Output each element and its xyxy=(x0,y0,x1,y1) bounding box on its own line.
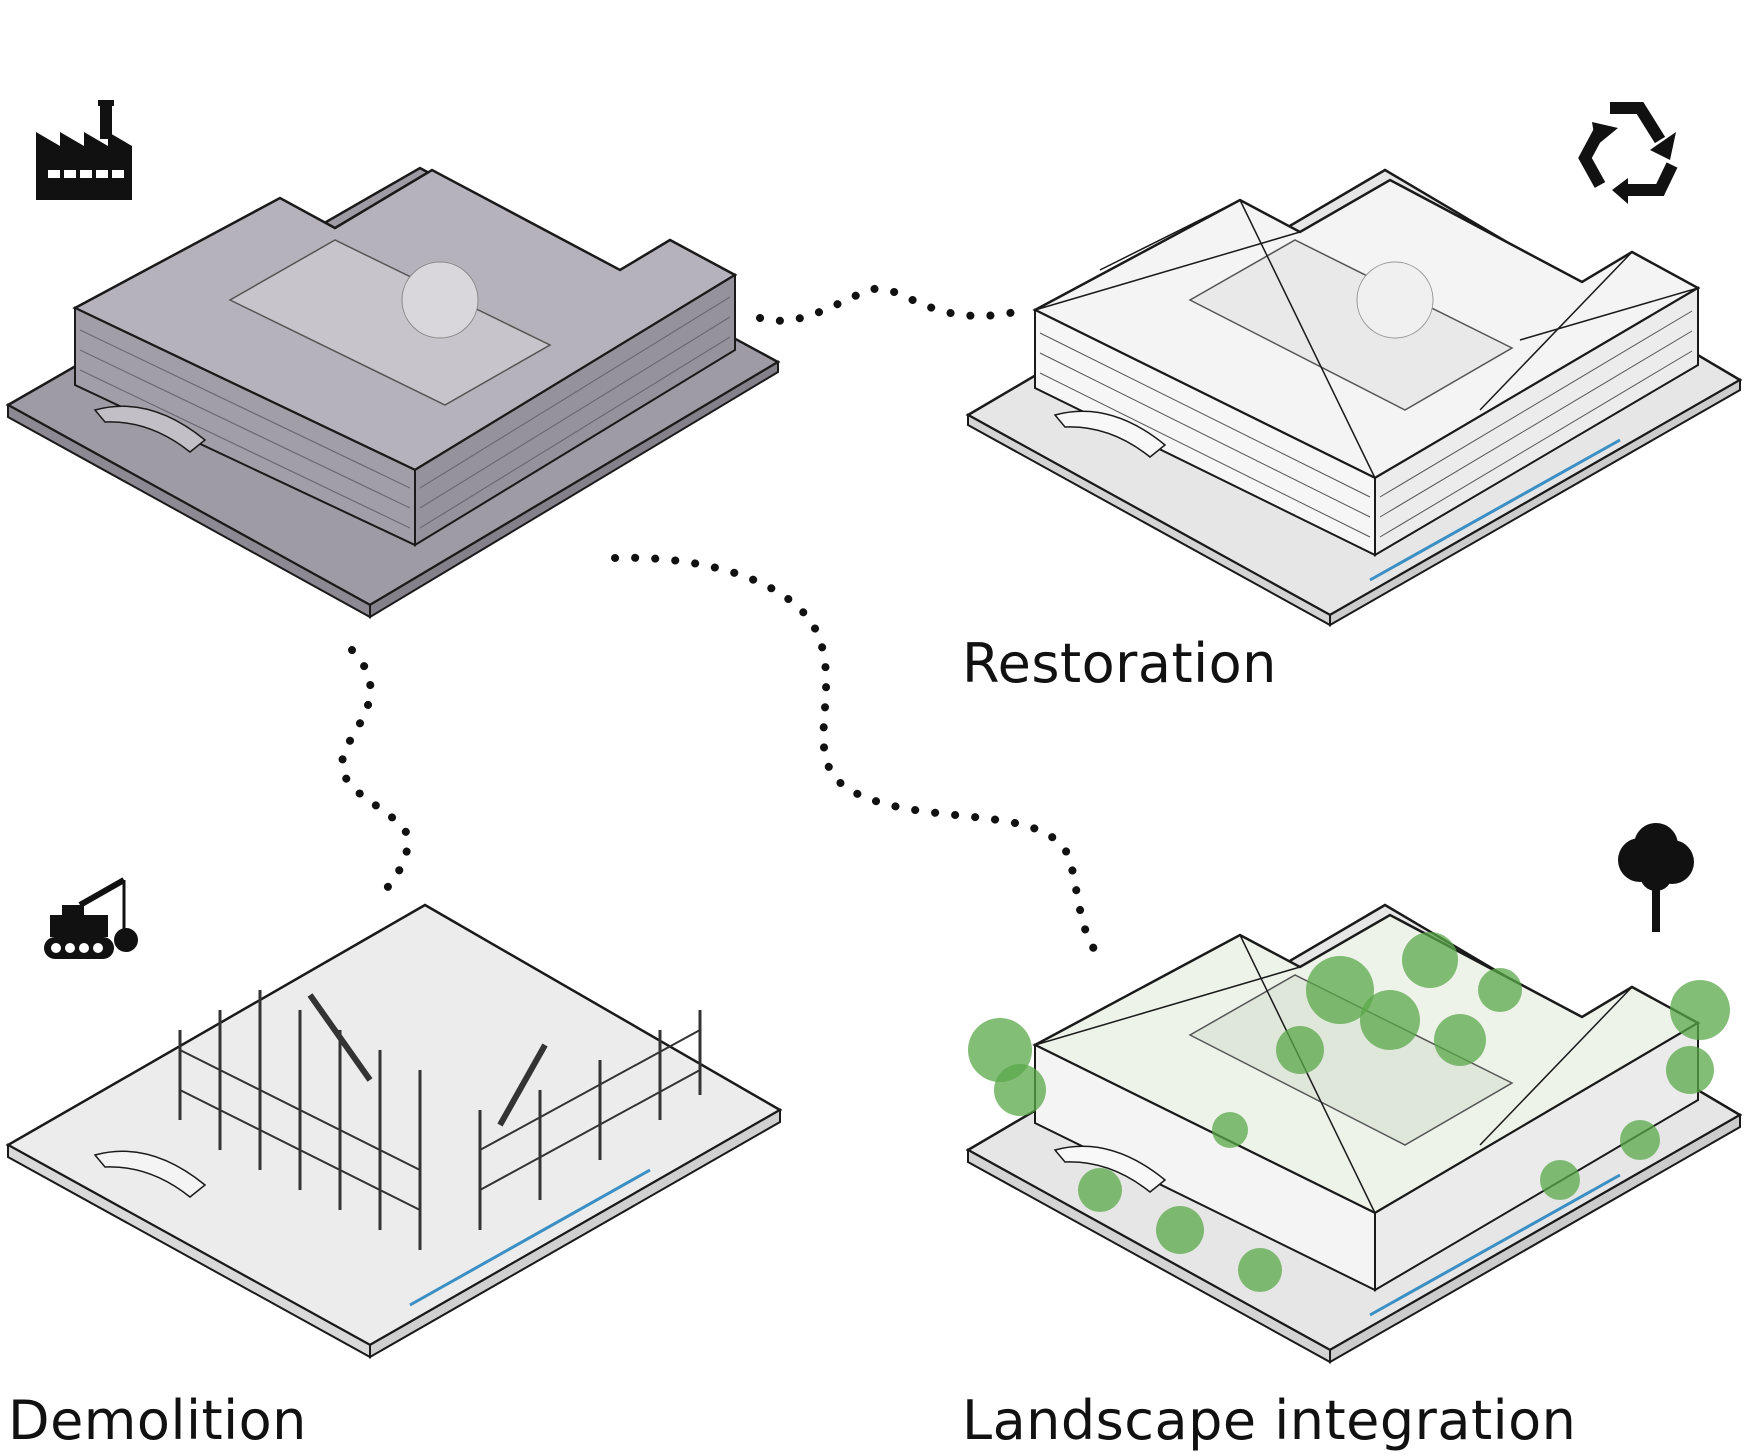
demolition-ground-slab xyxy=(5,903,783,1347)
crane-excavator-icon xyxy=(44,877,138,959)
tree-icon xyxy=(1618,823,1694,932)
restoration-building-model xyxy=(965,168,1743,627)
connector-existing-to-restoration xyxy=(756,284,1019,325)
label-restoration: Restoration xyxy=(962,632,1277,695)
connector-existing-to-landscape xyxy=(611,553,1109,966)
landscape-building-model xyxy=(965,903,1743,1364)
connector-existing-to-demolition xyxy=(338,646,412,894)
recycle-icon xyxy=(1578,102,1678,204)
factory-icon xyxy=(36,100,132,200)
label-demolition: Demolition xyxy=(8,1389,307,1452)
demolition-building-model xyxy=(5,903,783,1359)
existing-courtyard xyxy=(228,239,552,406)
existing-building-model xyxy=(5,166,781,619)
label-landscape-integration: Landscape integration xyxy=(962,1389,1577,1452)
landscape-trees xyxy=(968,932,1730,1292)
